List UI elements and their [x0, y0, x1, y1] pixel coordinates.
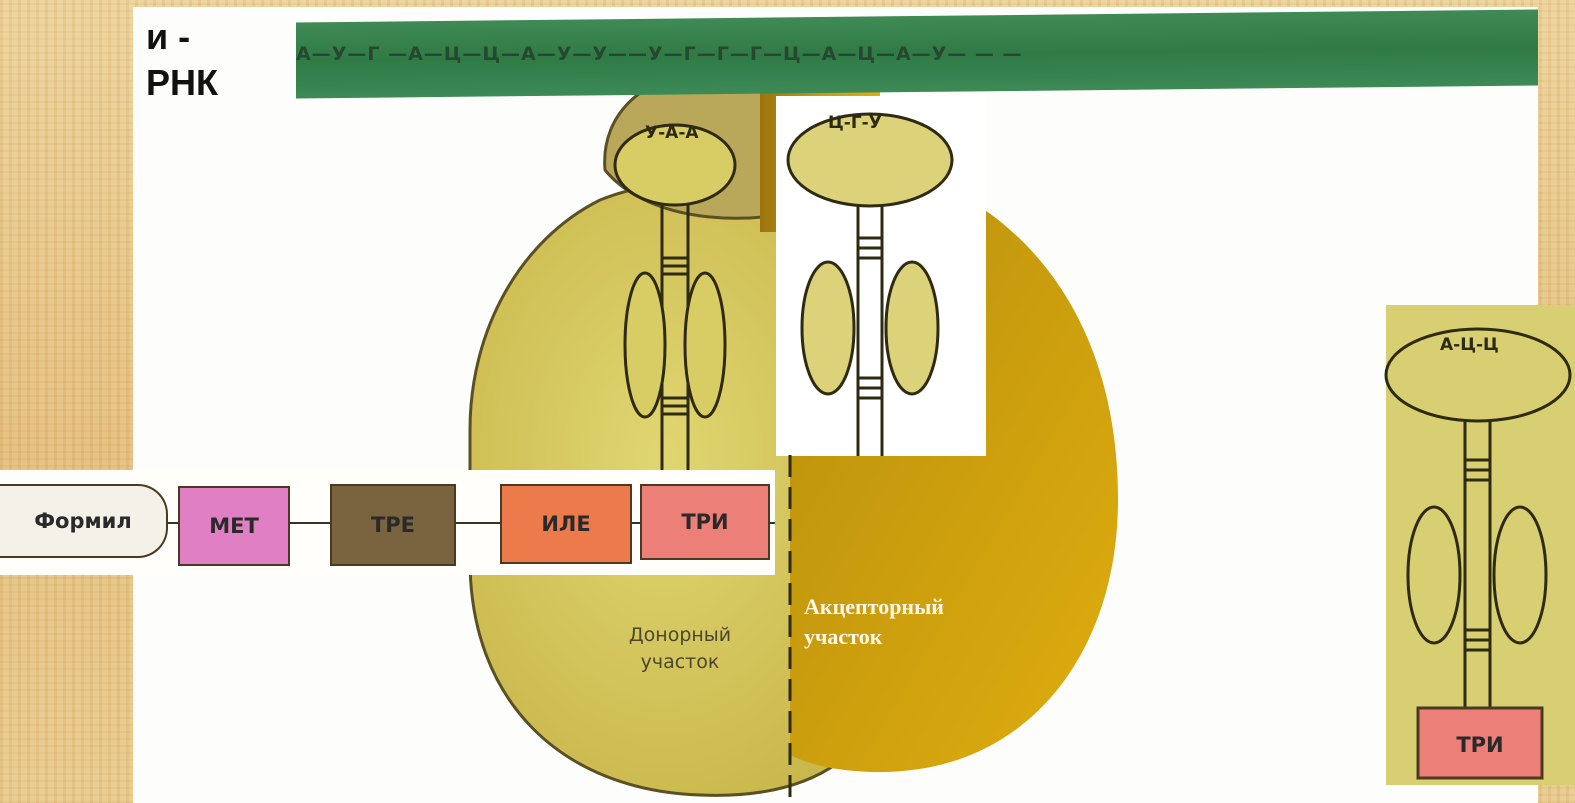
acceptor-site-label: Акцепторный участок: [804, 592, 1034, 652]
chain-cell-tri: ТРИ: [640, 484, 770, 560]
donor-site-label: Донорный участок: [605, 622, 755, 676]
chain-cell-ile: ИЛЕ: [500, 484, 632, 564]
chain-cell-met: МЕТ: [178, 486, 290, 566]
chain-cell-tre: ТРЕ: [330, 484, 456, 566]
chain-cell-formyl: Формил: [0, 484, 168, 558]
incoming-amino-acid-label: ТРИ: [1456, 733, 1503, 757]
mrna-label: и - РНК: [146, 14, 264, 106]
trna-donor-anticodon: У-А-А: [645, 123, 699, 143]
trna-acceptor-anticodon: Ц-Г-У: [828, 113, 882, 133]
peptide-chain: Формил МЕТ ТРЕ ИЛЕ ТРИ: [0, 470, 775, 575]
mrna-sequence: А—У—Г —А—Ц—Ц—А—У—У——У—Г—Г—Г—Ц—А—Ц—А—У— —…: [296, 16, 1356, 92]
trna-incoming-anticodon: А-Ц-Ц: [1440, 335, 1499, 355]
